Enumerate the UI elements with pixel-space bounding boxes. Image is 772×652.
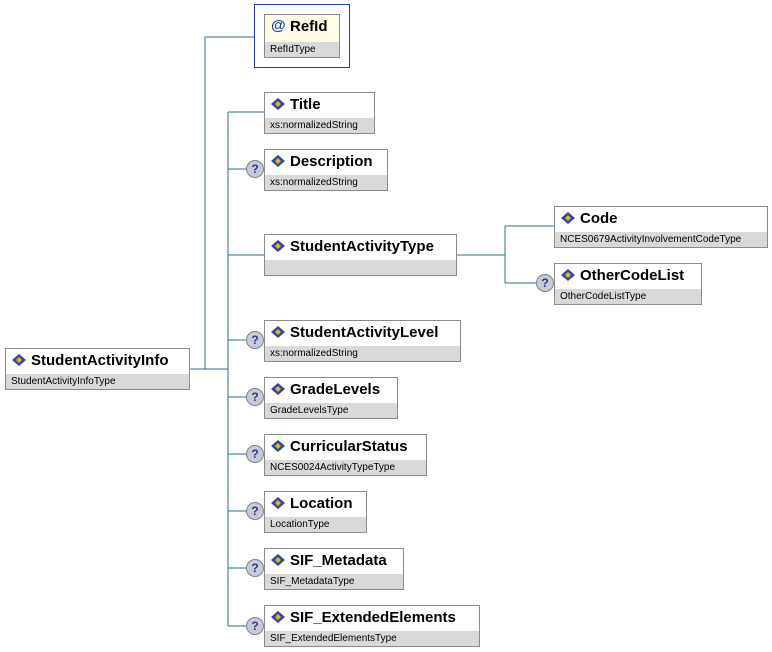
attribute-icon: @ — [271, 17, 286, 34]
root-element-name: StudentActivityInfo — [31, 352, 169, 369]
optional-marker-icon: ? — [536, 274, 554, 292]
element-icon — [271, 326, 285, 338]
element-type: SIF_ExtendedElementsType — [270, 633, 397, 644]
element-name: StudentActivityLevel — [290, 324, 439, 341]
attribute-name: RefId — [290, 18, 328, 35]
element-location-box[interactable]: Location LocationType — [264, 491, 367, 533]
element-name: Description — [290, 153, 373, 170]
element-studentactivitytype-box[interactable]: StudentActivityType — [264, 234, 457, 276]
element-icon — [271, 240, 285, 252]
element-type: xs:normalizedString — [270, 177, 358, 188]
element-sif-metadata-box[interactable]: SIF_Metadata SIF_MetadataType — [264, 548, 404, 590]
optional-marker-icon: ? — [246, 502, 264, 520]
element-name: CurricularStatus — [290, 438, 408, 455]
element-code-box[interactable]: Code NCES0679ActivityInvolvementCodeType — [554, 206, 768, 248]
element-icon — [271, 497, 285, 509]
element-type: NCES0024ActivityTypeType — [270, 462, 396, 473]
element-icon — [271, 155, 285, 167]
element-icon — [271, 611, 285, 623]
element-othercodelist-box[interactable]: OtherCodeList OtherCodeListType — [554, 263, 702, 305]
optional-marker-icon: ? — [246, 559, 264, 577]
element-name: SIF_ExtendedElements — [290, 609, 456, 626]
element-icon — [271, 440, 285, 452]
attribute-type: RefIdType — [270, 44, 316, 55]
element-icon — [271, 98, 285, 110]
element-type: xs:normalizedString — [270, 120, 358, 131]
root-element-type: StudentActivityInfoType — [11, 376, 116, 387]
element-curricularstatus-box[interactable]: CurricularStatus NCES0024ActivityTypeTyp… — [264, 434, 427, 476]
attribute-refid-box[interactable]: @ RefId RefIdType — [264, 14, 340, 58]
element-name: Location — [290, 495, 353, 512]
element-name: Code — [580, 210, 618, 227]
element-icon — [12, 354, 26, 366]
optional-marker-icon: ? — [246, 445, 264, 463]
element-icon — [561, 269, 575, 281]
element-type: GradeLevelsType — [270, 405, 349, 416]
element-description-box[interactable]: Description xs:normalizedString — [264, 149, 388, 191]
root-element-box[interactable]: StudentActivityInfo StudentActivityInfoT… — [5, 348, 190, 390]
element-sif-extendedelements-box[interactable]: SIF_ExtendedElements SIF_ExtendedElement… — [264, 605, 480, 647]
element-name: SIF_Metadata — [290, 552, 387, 569]
element-icon — [271, 383, 285, 395]
element-type: SIF_MetadataType — [270, 576, 355, 587]
element-name: StudentActivityType — [290, 238, 434, 255]
element-name: Title — [290, 96, 321, 113]
element-type: xs:normalizedString — [270, 348, 358, 359]
optional-marker-icon: ? — [246, 160, 264, 178]
element-type: NCES0679ActivityInvolvementCodeType — [560, 234, 742, 245]
element-name: OtherCodeList — [580, 267, 685, 284]
element-studentactivitylevel-box[interactable]: StudentActivityLevel xs:normalizedString — [264, 320, 461, 362]
element-type: LocationType — [270, 519, 330, 530]
element-gradelevels-box[interactable]: GradeLevels GradeLevelsType — [264, 377, 398, 419]
element-type: OtherCodeListType — [560, 291, 647, 302]
optional-marker-icon: ? — [246, 331, 264, 349]
optional-marker-icon: ? — [246, 617, 264, 635]
optional-marker-icon: ? — [246, 388, 264, 406]
element-icon — [561, 212, 575, 224]
element-title-box[interactable]: Title xs:normalizedString — [264, 92, 375, 134]
element-icon — [271, 554, 285, 566]
element-name: GradeLevels — [290, 381, 381, 398]
